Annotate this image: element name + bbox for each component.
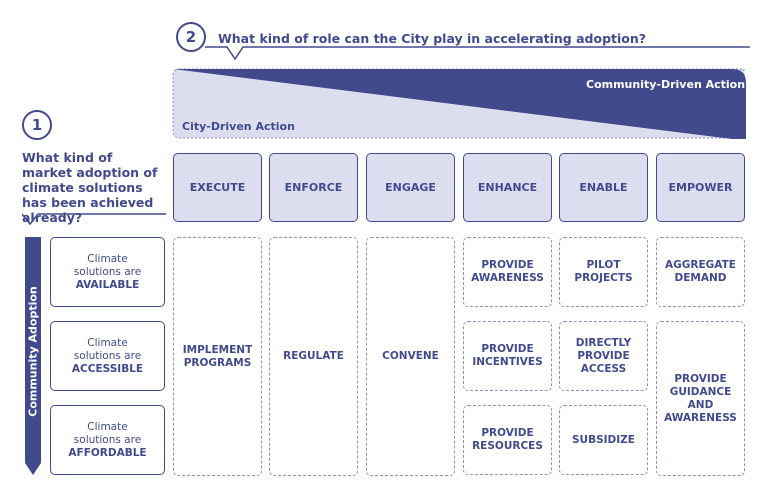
adoption-affordable-prefix: Climate — [87, 420, 128, 433]
action-provide-awareness-line-2: AWARENESS — [471, 272, 544, 284]
adoption-accessible-prefix: Climate — [87, 336, 128, 349]
action-regulate: REGULATE — [269, 237, 358, 476]
adoption-accessible-middle: solutions are — [73, 349, 142, 362]
community-adoption-label: Community Adoption — [26, 285, 40, 417]
question-2-text: What kind of role can the City play in a… — [218, 31, 647, 46]
action-provide-guidance-line-4: AWARENESS — [664, 411, 737, 424]
adoption-affordable: Climate solutions are AFFORDABLE — [50, 405, 165, 475]
role-engage: ENGAGE — [366, 153, 455, 222]
role-empower: EMPOWER — [656, 153, 745, 222]
action-provide-awareness-line-1: PROVIDE — [481, 259, 534, 271]
action-directly-provide-access-line-2: PROVIDE — [577, 349, 630, 362]
action-spectrum-wedge — [172, 68, 746, 139]
question-1-text: What kind of market adoption of climate … — [22, 150, 158, 225]
adoption-affordable-level: AFFORDABLE — [68, 446, 147, 459]
adoption-accessible-level: ACCESSIBLE — [71, 362, 144, 375]
action-subsidize: SUBSIDIZE — [559, 405, 648, 475]
step-1-badge: 1 — [22, 110, 52, 140]
community-driven-action-label: Community-Driven Action — [586, 78, 746, 91]
action-aggregate-demand-line-1: AGGREGATE — [665, 259, 736, 271]
action-aggregate-demand-line-2: DEMAND — [674, 272, 727, 284]
question-1-pointer-line — [22, 213, 166, 226]
action-provide-guidance-line-1: PROVIDE — [674, 372, 727, 385]
action-provide-incentives-line-1: PROVIDE — [481, 343, 534, 355]
action-directly-provide-access-line-3: ACCESS — [580, 362, 627, 375]
action-pilot-projects-line-2: PROJECTS — [574, 272, 633, 284]
action-provide-resources-line-2: RESOURCES — [472, 440, 543, 452]
action-implement-programs-line-1: IMPLEMENT — [182, 343, 253, 356]
question-2-pointer-line — [205, 46, 750, 61]
action-convene-line-1: CONVENE — [382, 350, 439, 362]
action-provide-guidance-line-2: GUIDANCE — [669, 385, 732, 398]
action-subsidize-line-1: SUBSIDIZE — [572, 433, 635, 446]
adoption-affordable-middle: solutions are — [73, 433, 142, 446]
adoption-available-level: AVAILABLE — [75, 278, 140, 291]
action-provide-resources-line-1: PROVIDE — [481, 427, 534, 439]
community-adoption-label-wrap: Community Adoption — [22, 237, 44, 465]
city-driven-action-label: City-Driven Action — [182, 120, 295, 133]
role-enhance: ENHANCE — [463, 153, 552, 222]
step-1-number: 1 — [31, 116, 43, 134]
action-provide-incentives-line-2: INCENTIVES — [472, 356, 543, 368]
action-convene: CONVENE — [366, 237, 455, 476]
adoption-available: Climate solutions are AVAILABLE — [50, 237, 165, 307]
step-2-number: 2 — [185, 28, 197, 46]
action-provide-guidance-line-3: AND — [687, 398, 714, 411]
adoption-available-middle: solutions are — [73, 265, 142, 278]
role-enforce: ENFORCE — [269, 153, 358, 222]
action-directly-provide-access-line-1: DIRECTLY — [575, 336, 632, 349]
role-execute: EXECUTE — [173, 153, 262, 222]
adoption-available-prefix: Climate — [87, 252, 128, 265]
community-adoption-arrow — [25, 237, 41, 475]
action-pilot-projects-line-1: PILOT — [586, 259, 621, 271]
role-enable: ENABLE — [559, 153, 648, 222]
adoption-accessible: Climate solutions are ACCESSIBLE — [50, 321, 165, 391]
action-implement-programs-line-2: PROGRAMS — [183, 356, 252, 369]
step-2-badge: 2 — [176, 22, 206, 52]
action-regulate-line-1: REGULATE — [283, 350, 344, 362]
